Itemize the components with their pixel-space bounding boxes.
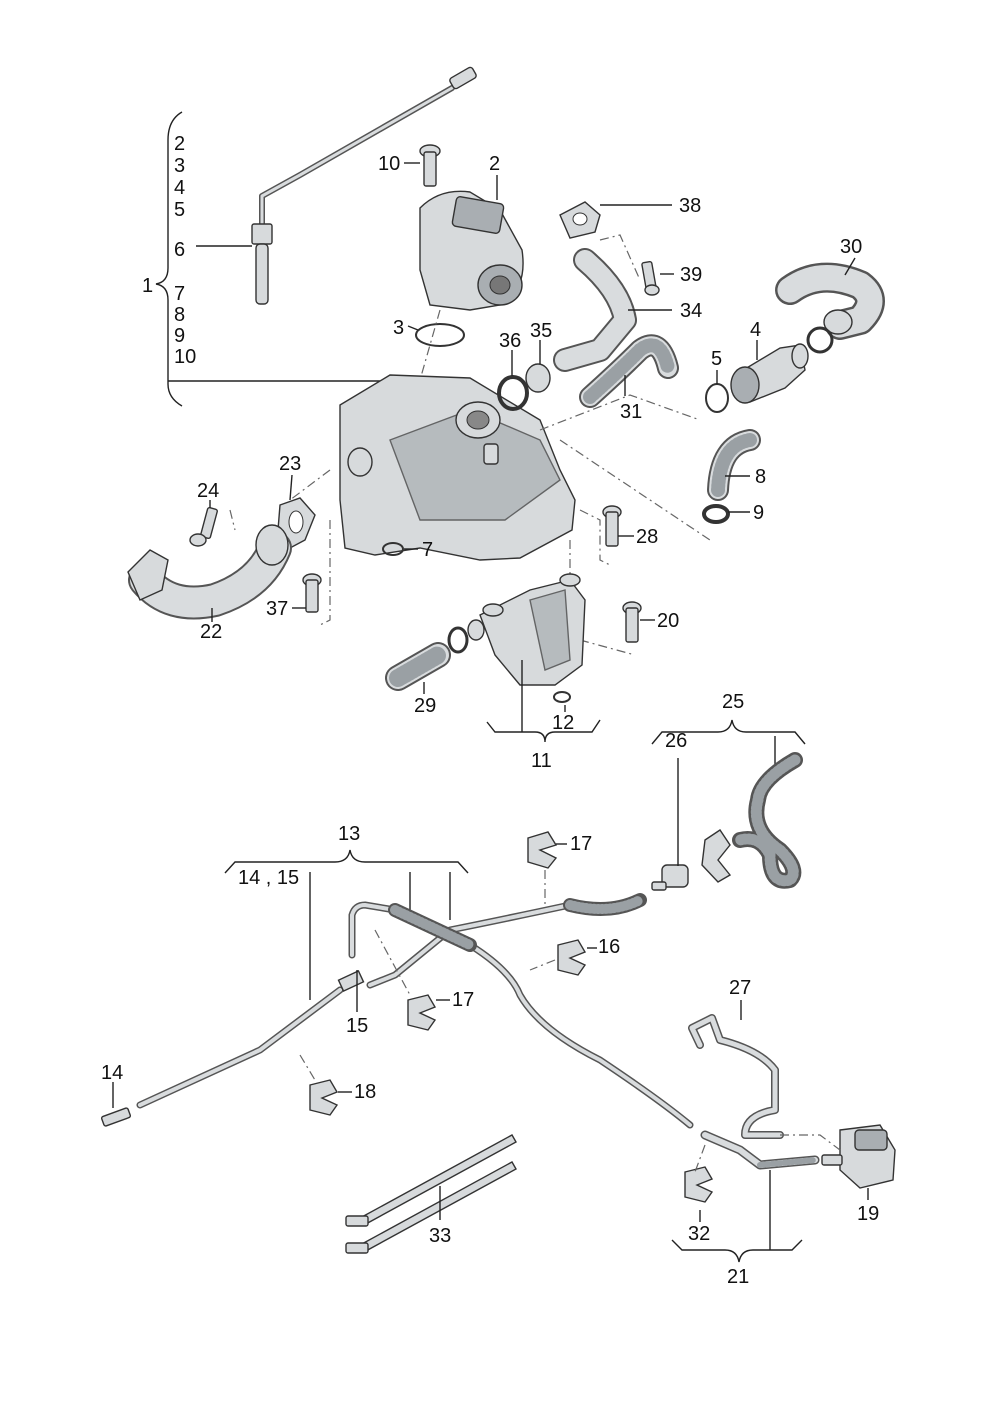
callout-15: 15: [346, 1015, 368, 1037]
solenoid-valve-part-19: [821, 1124, 896, 1200]
callout-17-top: 17: [570, 833, 592, 855]
egr-valve-part-2: [419, 175, 524, 311]
hose-part-30: [775, 257, 885, 340]
clip-part-16: [557, 939, 597, 976]
callout-5: 5: [174, 199, 185, 221]
callout-29: 29: [414, 695, 436, 717]
callout-10: 10: [174, 346, 196, 368]
hose-part-21: [700, 1130, 820, 1170]
callout-8: 8: [174, 304, 185, 326]
clamp-part-36: [497, 375, 529, 411]
clip-part-32: [684, 1166, 714, 1203]
bolt-part-20: [622, 601, 655, 643]
bolt-part-39: [641, 260, 674, 296]
callout-26: 26: [665, 730, 687, 752]
o-ring-part-3: [415, 323, 465, 347]
callout-6: 6: [174, 239, 185, 261]
ring-part-35: [525, 363, 551, 393]
hose-part-25: [732, 752, 803, 889]
pipe-part-34: [553, 248, 672, 372]
callout-36: 36: [499, 330, 521, 352]
callout-34: 34: [680, 300, 702, 322]
callout-19: 19: [857, 1203, 879, 1225]
callout-28: 28: [636, 526, 658, 548]
callout-9-clamp: 9: [753, 502, 764, 524]
callout-4-connector: 4: [750, 319, 761, 341]
callout-7: 7: [174, 283, 185, 305]
brace-group-1: [155, 111, 183, 407]
o-ring-part-5: [705, 383, 729, 413]
callout-16: 16: [598, 936, 620, 958]
callout-12: 12: [552, 712, 574, 734]
callout-11: 11: [531, 750, 552, 772]
sensor-wire-part-6: [196, 66, 477, 305]
bracket-part-11: [479, 573, 586, 686]
hose-part-27: [688, 1000, 784, 1139]
o-ring-part-7: [382, 542, 404, 556]
callout-21: 21: [727, 1266, 749, 1288]
bolt-part-28: [602, 505, 634, 547]
callout-23: 23: [279, 453, 301, 475]
fitting-part-14: [100, 1082, 132, 1127]
hose-part-29: [385, 619, 485, 694]
clip-part-17-top: [527, 831, 567, 869]
callout-3-oring: 3: [393, 317, 404, 339]
callout-39: 39: [680, 264, 702, 286]
callout-22: 22: [200, 621, 222, 643]
callout-31: 31: [620, 401, 642, 423]
hose-part-31: [579, 334, 679, 408]
bolt-part-10: [404, 144, 441, 187]
callout-14-15: 14 , 15: [238, 867, 299, 889]
callout-20: 20: [657, 610, 679, 632]
callout-9: 9: [174, 325, 185, 347]
bolt-part-37: [292, 573, 322, 613]
vacuum-line-part-13: [136, 893, 694, 1129]
callout-17-lower: 17: [452, 989, 474, 1011]
callout-32: 32: [688, 1223, 710, 1245]
callout-2-valve: 2: [489, 153, 500, 175]
callout-35: 35: [530, 320, 552, 342]
callout-38: 38: [679, 195, 701, 217]
callout-13: 13: [338, 823, 360, 845]
callout-25: 25: [722, 691, 744, 713]
callout-labels: 2 3 4 5 6 1 7 8 9 10 10 2 3 38 39 34 30 …: [101, 133, 879, 1288]
clamp-part-9: [702, 504, 730, 524]
callout-2: 2: [174, 133, 185, 155]
callout-10-bolt: 10: [378, 153, 400, 175]
callout-30: 30: [840, 236, 862, 258]
bolt-part-24: [189, 500, 218, 547]
connector-part-4: [730, 340, 809, 404]
callout-27: 27: [729, 977, 751, 999]
hose-part-8: [707, 429, 761, 501]
callout-18: 18: [354, 1081, 376, 1103]
cable-ties-part-33: [345, 1134, 517, 1254]
connector-part-15: [337, 969, 365, 993]
callout-3: 3: [174, 155, 185, 177]
callout-37: 37: [266, 598, 288, 620]
callout-5-oring: 5: [711, 348, 722, 370]
egr-pipe-part-22: [127, 524, 292, 622]
callout-4: 4: [174, 177, 185, 199]
check-valve-part-26: [651, 758, 689, 891]
gasket-part-38: [559, 201, 672, 239]
callout-33: 33: [429, 1225, 451, 1247]
clip-part-18: [309, 1079, 352, 1116]
callout-14: 14: [101, 1062, 123, 1084]
callout-1: 1: [142, 275, 153, 297]
clip-part-17-lower: [407, 994, 450, 1031]
callout-24: 24: [197, 480, 219, 502]
callout-8-hose: 8: [755, 466, 766, 488]
callout-7-oring: 7: [422, 539, 433, 561]
egr-cooler-part-1: [339, 374, 576, 561]
